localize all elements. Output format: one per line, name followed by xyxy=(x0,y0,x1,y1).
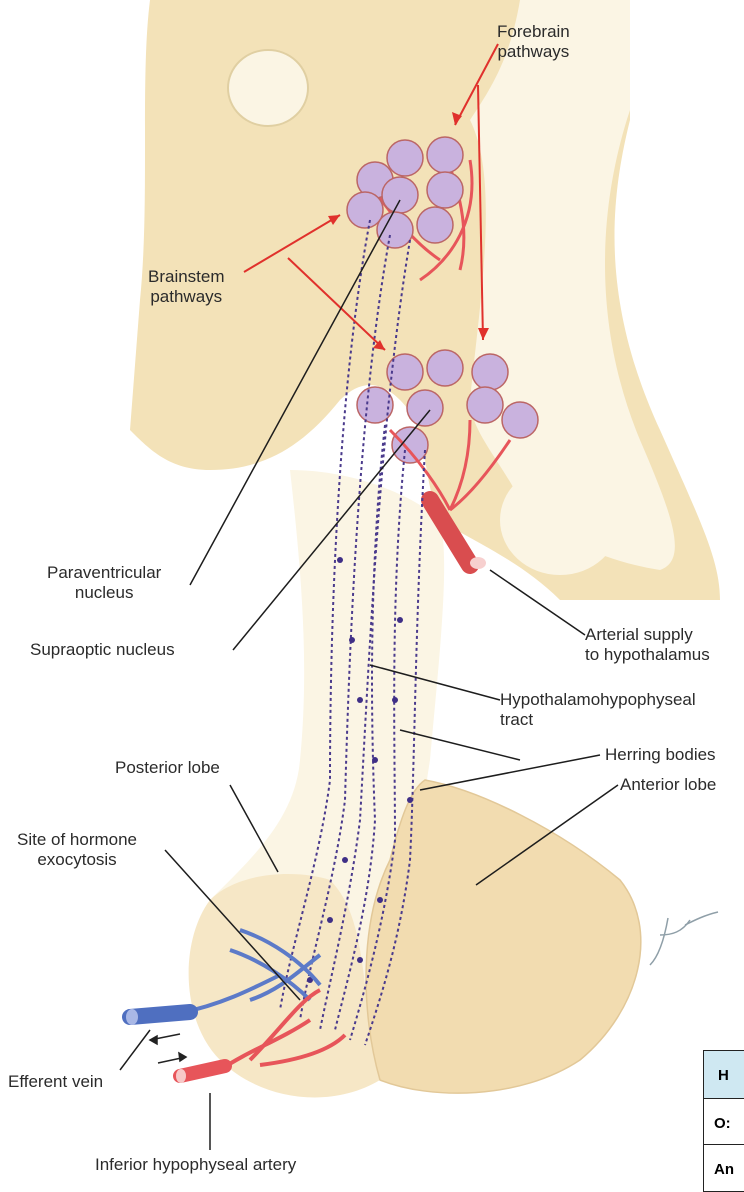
signature xyxy=(650,912,718,965)
label-herring-bodies: Herring bodies xyxy=(605,745,716,765)
label-exocytosis-line1: Site of hormone xyxy=(17,830,137,850)
label-posterior-lobe: Posterior lobe xyxy=(115,758,220,778)
efferent-vein-vessel xyxy=(130,1012,190,1017)
label-tract-line2: tract xyxy=(500,710,696,730)
label-forebrain-pathways: Forebrain pathways xyxy=(497,22,570,62)
label-anterior-lobe: Anterior lobe xyxy=(620,775,716,795)
label-tract-line1: Hypothalamohypophyseal xyxy=(500,690,696,710)
label-brainstem-pathways: Brainstem pathways xyxy=(148,267,225,307)
optic-chiasm xyxy=(500,465,620,575)
upper-lobe-circle xyxy=(228,50,308,126)
label-efferent-vein: Efferent vein xyxy=(8,1072,103,1092)
label-paraventricular-line2: nucleus xyxy=(47,583,161,603)
label-paraventricular-nucleus: Paraventricular nucleus xyxy=(47,563,161,603)
label-site-of-exocytosis: Site of hormone exocytosis xyxy=(17,830,137,870)
label-hypothalamohypophyseal-tract: Hypothalamohypophyseal tract xyxy=(500,690,696,730)
table-row: An xyxy=(704,1145,744,1191)
label-brainstem-line1: Brainstem xyxy=(148,267,225,287)
label-forebrain-line2: pathways xyxy=(497,42,570,62)
label-arterial-line1: Arterial supply xyxy=(585,625,710,645)
label-brainstem-line2: pathways xyxy=(148,287,225,307)
flow-arrows xyxy=(150,1034,186,1063)
label-arterial-line2: to hypothalamus xyxy=(585,645,710,665)
anterior-lobe-shape xyxy=(366,780,641,1093)
label-paraventricular-line1: Paraventricular xyxy=(47,563,161,583)
label-exocytosis-line2: exocytosis xyxy=(17,850,137,870)
table-row: O: xyxy=(704,1099,744,1145)
label-supraoptic-nucleus: Supraoptic nucleus xyxy=(30,640,175,660)
artery-opening xyxy=(470,557,486,569)
label-arterial-supply: Arterial supply to hypothalamus xyxy=(585,625,710,665)
vein-opening xyxy=(126,1009,138,1025)
label-inferior-hypophyseal-artery: Inferior hypophyseal artery xyxy=(95,1155,296,1175)
label-forebrain-line1: Forebrain xyxy=(497,22,570,42)
inferior-artery-vessel xyxy=(180,1066,225,1076)
table-header: H xyxy=(704,1051,744,1099)
artery-bottom-opening xyxy=(176,1069,186,1083)
hormone-table-fragment: H O: An xyxy=(703,1050,744,1192)
